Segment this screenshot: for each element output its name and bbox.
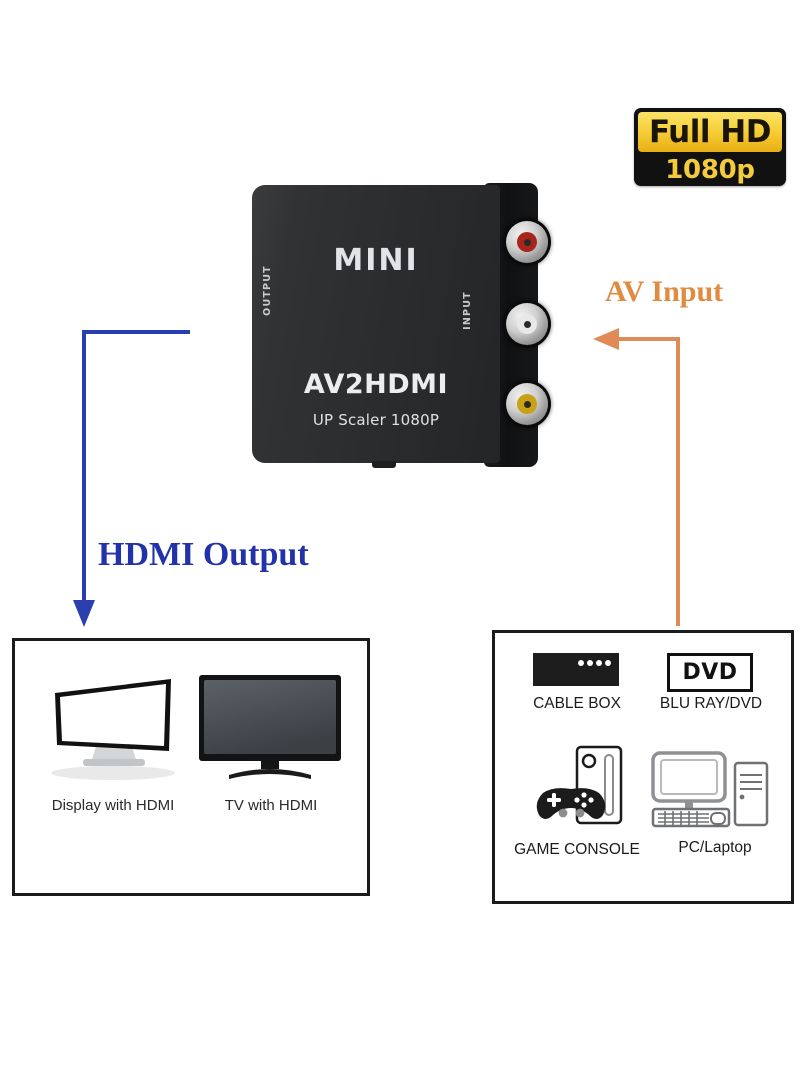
input-item-label-bluray: BLU RAY/DVD	[659, 695, 763, 712]
device-subtitle-label: UP Scaler 1080P	[312, 411, 440, 429]
rca-video-composite-port	[506, 383, 548, 425]
device-brand-label: MINI	[333, 243, 419, 278]
rca-red-pin	[523, 238, 531, 246]
av2hdmi-converter-device: MINI AV2HDMI UP Scaler 1080P OUTPUT INPU…	[252, 183, 548, 471]
rca-yellow-pin	[523, 400, 531, 408]
av-input-callout: AV Input	[605, 275, 724, 308]
desktop-pc-icon	[647, 751, 773, 833]
av-input-sources-panel: DVD CABLE BOX BLU RAY/DVD	[492, 630, 794, 904]
rca-audio-left-port	[506, 303, 548, 345]
device-input-side-label: INPUT	[461, 291, 473, 330]
rca-white-pin	[523, 320, 531, 328]
full-hd-badge-bottom: 1080p	[634, 154, 786, 186]
flat-screen-tv-icon	[195, 665, 345, 785]
input-item-label-pc: PC/Laptop	[678, 839, 752, 856]
rca-audio-right-port	[506, 221, 548, 263]
input-item-label-cable-box: CABLE BOX	[533, 695, 621, 712]
game-console-icon	[523, 745, 643, 833]
desktop-monitor-icon	[39, 665, 187, 785]
hdmi-output-devices-panel: Display with HDMI TV with HDMI	[12, 638, 370, 896]
input-item-label-game-console: GAME CONSOLE	[514, 841, 640, 858]
dvd-player-icon: DVD	[667, 653, 753, 692]
device-model-label: AV2HDMI	[303, 369, 449, 400]
device-bottom-tab	[372, 461, 396, 468]
hdmi-output-callout: HDMI Output	[98, 536, 309, 573]
full-hd-badge-resolution: 1080p	[665, 155, 755, 185]
cable-box-icon	[533, 653, 619, 686]
full-hd-badge-title: Full HD	[649, 113, 771, 150]
output-item-label-tv: TV with HDMI	[224, 797, 318, 814]
device-front-face: MINI AV2HDMI UP Scaler 1080P OUTPUT INPU…	[252, 185, 500, 463]
full-hd-badge-top: Full HD	[638, 112, 782, 152]
device-output-side-label: OUTPUT	[261, 265, 273, 316]
dvd-badge-text: DVD	[682, 660, 738, 685]
output-item-label-display: Display with HDMI	[51, 797, 175, 814]
cable-box-indicator-lights	[578, 660, 611, 666]
full-hd-badge: Full HD 1080p	[634, 108, 786, 186]
